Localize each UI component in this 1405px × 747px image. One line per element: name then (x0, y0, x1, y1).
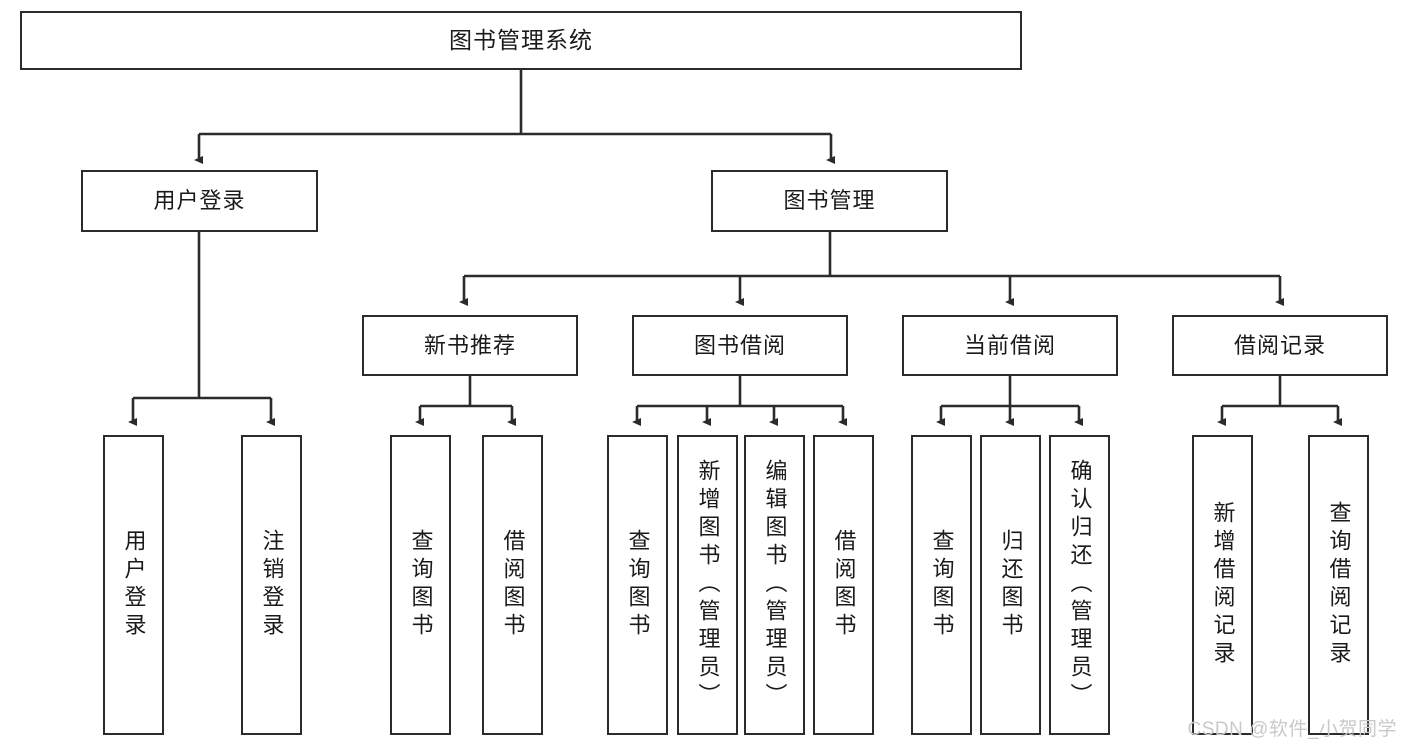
leaf-borrow-query-book[interactable]: 查询图书 (607, 435, 668, 735)
csdn-watermark: CSDN @软件_小贺同学 (1187, 719, 1397, 740)
node-user-login[interactable]: 用户登录 (81, 170, 318, 232)
node-label: 新书推荐 (423, 332, 516, 358)
leaf-label: 借阅图书 (500, 529, 526, 641)
leaf-label: 编辑图书（管理员） (762, 459, 788, 711)
node-label: 图书管理 (783, 188, 876, 214)
leaf-label: 查询图书 (625, 529, 651, 641)
leaf-borrow-edit-book-admin[interactable]: 编辑图书（管理员） (744, 435, 805, 735)
node-label: 图书借阅 (693, 332, 786, 358)
node-book-management[interactable]: 图书管理 (711, 170, 948, 232)
leaf-borrow-add-book-admin[interactable]: 新增图书（管理员） (677, 435, 738, 735)
node-label: 图书管理系统 (449, 27, 593, 54)
leaf-record-query-record[interactable]: 查询借阅记录 (1308, 435, 1369, 735)
leaf-label: 借阅图书 (831, 529, 857, 641)
node-root-system[interactable]: 图书管理系统 (20, 11, 1022, 70)
leaf-label: 查询图书 (408, 529, 434, 641)
leaf-label: 新增图书（管理员） (695, 459, 721, 711)
leaf-label: 新增借阅记录 (1210, 501, 1236, 669)
leaf-label: 确认归还（管理员） (1067, 459, 1093, 711)
node-current-borrow[interactable]: 当前借阅 (902, 315, 1118, 376)
node-borrow-record[interactable]: 借阅记录 (1172, 315, 1388, 376)
leaf-label: 查询图书 (929, 529, 955, 641)
leaf-recommend-borrow-book[interactable]: 借阅图书 (482, 435, 543, 735)
leaf-label: 查询借阅记录 (1326, 501, 1352, 669)
leaf-label: 归还图书 (998, 529, 1024, 641)
leaf-user-login-logout[interactable]: 注销登录 (241, 435, 302, 735)
leaf-recommend-query-book[interactable]: 查询图书 (390, 435, 451, 735)
leaf-current-query-book[interactable]: 查询图书 (911, 435, 972, 735)
leaf-current-confirm-return-admin[interactable]: 确认归还（管理员） (1049, 435, 1110, 735)
leaf-record-add-record[interactable]: 新增借阅记录 (1192, 435, 1253, 735)
leaf-user-login-login[interactable]: 用户登录 (103, 435, 164, 735)
leaf-borrow-borrow-book[interactable]: 借阅图书 (813, 435, 874, 735)
leaf-label: 注销登录 (259, 529, 285, 641)
node-label: 当前借阅 (963, 332, 1056, 358)
node-label: 用户登录 (153, 188, 246, 214)
leaf-current-return-book[interactable]: 归还图书 (980, 435, 1041, 735)
node-new-book-recommend[interactable]: 新书推荐 (362, 315, 578, 376)
node-label: 借阅记录 (1233, 332, 1326, 358)
leaf-label: 用户登录 (121, 529, 147, 641)
node-book-borrow[interactable]: 图书借阅 (632, 315, 848, 376)
